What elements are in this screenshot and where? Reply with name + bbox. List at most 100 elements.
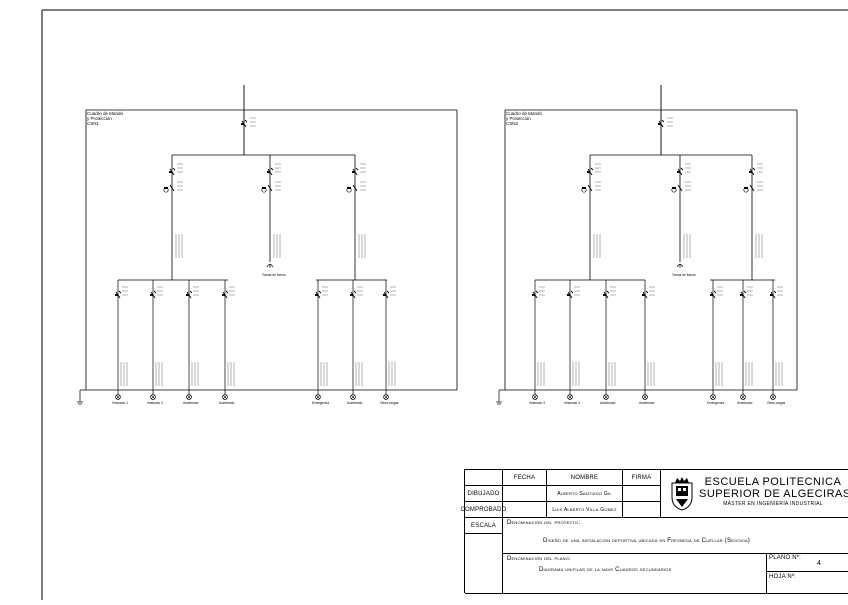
circuit-label: Otras cargas — [767, 401, 786, 405]
lamp-cross — [151, 395, 155, 399]
tb-plano-no-value: 4 — [817, 560, 822, 567]
breaker-symbol — [770, 290, 777, 299]
breaker-block — [603, 294, 606, 296]
lamp-symbol — [710, 394, 716, 400]
breaker-mark — [645, 290, 649, 294]
breaker-symbol — [677, 167, 684, 176]
circuit-label: Vestuario 2 — [147, 401, 163, 405]
breaker-mark — [318, 290, 322, 294]
circuit-column: Alumbrado — [737, 280, 753, 405]
breaker-block — [587, 171, 590, 173]
circuit-column: Otras cargas — [767, 280, 786, 405]
rcd-contact — [267, 184, 273, 192]
lamp-symbol — [383, 394, 389, 400]
breaker-mark — [189, 290, 193, 294]
breaker-mark — [661, 119, 665, 123]
tb-empty-header — [465, 470, 503, 486]
rcd-block — [672, 187, 676, 189]
lamp-symbol — [642, 394, 648, 400]
circuit-label: Alumbrado — [639, 401, 655, 405]
panel-title-line: y Proteccion — [506, 116, 531, 121]
panel-title-line: Cuadro de Mando — [87, 111, 124, 116]
lamp-symbol — [350, 394, 356, 400]
tb-comprobado-firma — [623, 502, 661, 518]
breaker-symbol — [749, 167, 756, 176]
tb-plano-no-block: PLANO Nº: 4 — [767, 554, 848, 572]
rcd-contact — [352, 184, 358, 192]
circuit-label: Alumbrado — [347, 401, 363, 405]
lamp-cross — [116, 395, 120, 399]
rcd-block — [347, 187, 351, 189]
breaker-block — [150, 294, 153, 296]
tb-nombre-header: NOMBRE — [547, 470, 623, 486]
breaker-symbol — [587, 167, 594, 176]
lamp-symbol — [315, 394, 321, 400]
breaker-symbol — [658, 119, 665, 128]
circuit-column: Vestuario 2 — [147, 280, 163, 405]
breaker-block — [677, 171, 680, 173]
circuit-column: Alumbrado — [347, 280, 363, 405]
tb-dibujado-fecha — [503, 486, 547, 502]
breaker-mark — [355, 167, 359, 171]
tb-school-block: ESCUELA POLITECNICA SUPERIOR DE ALGECIRA… — [661, 470, 848, 518]
tb-firma-header: FIRMA — [623, 470, 661, 486]
rcd-contact — [169, 184, 175, 192]
panel-title-line: y Proteccion — [87, 116, 112, 121]
breaker-mark — [270, 167, 274, 171]
breaker-mark — [153, 290, 157, 294]
breaker-mark — [172, 167, 176, 171]
circuit-label: Emergencia — [707, 401, 724, 405]
lamp-symbol — [770, 394, 776, 400]
group-2: Tomas de fuerza — [261, 155, 286, 277]
circuit-label: Alumbrado — [183, 401, 199, 405]
lamp-symbol — [150, 394, 156, 400]
breaker-symbol — [241, 119, 248, 128]
circuit-column: Vestuario 3 — [529, 280, 545, 405]
tb-fecha-header: FECHA — [503, 470, 547, 486]
tb-proyecto-label: Denominación del proyecto: — [507, 520, 581, 526]
lamp-cross — [643, 395, 647, 399]
group-2: Tomas de fuerza — [671, 155, 696, 277]
school-name-line1: ESCUELA POLITECNICA — [704, 476, 842, 488]
lamp-symbol — [186, 394, 192, 400]
circuit-column: Alumbrado — [183, 280, 199, 405]
tb-escala-value — [465, 534, 503, 594]
breaker-mark — [713, 290, 717, 294]
rcd-block — [582, 187, 586, 189]
circuit-column: Alumbrado — [219, 280, 235, 405]
differential-symbol — [163, 184, 175, 193]
breaker-symbol — [740, 290, 747, 299]
tb-plano-text: Diagrama unifilar de la nave Cuadros sec… — [539, 567, 672, 573]
tb-proyecto-text: Diseño de una instalación deportiva ubic… — [543, 538, 750, 544]
tb-dibujado-firma — [623, 486, 661, 502]
breaker-symbol — [150, 290, 157, 299]
socket-symbol — [676, 264, 684, 268]
breaker-block — [740, 294, 743, 296]
lamp-symbol — [532, 394, 538, 400]
differential-symbol — [261, 184, 273, 193]
panel-title-line: CSN2 — [506, 121, 519, 126]
lamp-cross — [533, 395, 537, 399]
circuit-column: Alumbrado — [600, 280, 616, 405]
breaker-block — [169, 171, 172, 173]
tb-comprobado-name: Luis Alberto Villa Gomez — [547, 502, 623, 518]
breaker-symbol — [710, 290, 717, 299]
breaker-block — [658, 123, 661, 125]
lamp-cross — [741, 395, 745, 399]
breaker-symbol — [532, 290, 539, 299]
breaker-block — [383, 294, 386, 296]
rcd-block — [744, 187, 748, 189]
circuit-label: Otras cargas — [380, 401, 399, 405]
breaker-block — [749, 171, 752, 173]
breaker-block — [532, 294, 535, 296]
lamp-cross — [568, 395, 572, 399]
tb-comprobado-label: COMPROBADO — [461, 502, 506, 518]
breaker-symbol — [567, 290, 574, 299]
breaker-block — [115, 294, 118, 296]
differential-symbol — [671, 184, 683, 193]
tb-hoja-label: HOJA Nº: — [769, 574, 797, 580]
tb-proyecto-block: Denominación del proyecto: Diseño de una… — [503, 518, 848, 554]
breaker-block — [710, 294, 713, 296]
